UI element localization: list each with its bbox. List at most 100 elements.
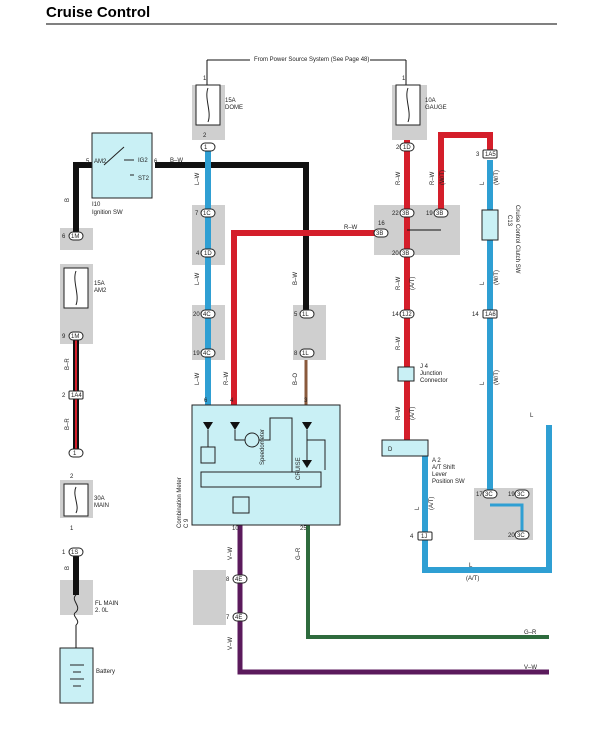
svg-text:R–W: R–W [224,371,230,385]
wire-color-labels: B–W L–W L–W L–W R–W R–W B–W B–O R–W R–W … [65,158,537,671]
battery: Battery [59,647,115,704]
svg-text:L: L [469,563,473,569]
cruise-indicator-icon [302,460,312,468]
svg-text:1: 1 [402,76,406,82]
junction-line2: Connector [420,378,448,384]
junction-connector-box [397,366,415,382]
svg-text:FL MAIN: FL MAIN [95,601,118,607]
svg-text:V–W: V–W [524,665,537,671]
svg-text:10: 10 [232,526,239,532]
wire-l-shift [422,425,552,573]
svg-text:R–W: R–W [344,225,358,231]
connector-bubbles [68,142,530,622]
svg-text:DOME: DOME [225,105,243,111]
svg-text:15A: 15A [225,98,236,104]
wire-vw [237,525,549,675]
cruise-label: CRUISE [296,457,302,480]
svg-text:1A4: 1A4 [71,393,82,399]
svg-text:L: L [480,381,486,385]
svg-text:30A: 30A [94,496,105,502]
svg-text:8: 8 [294,351,298,357]
svg-text:2. 0L: 2. 0L [95,608,109,614]
svg-text:19: 19 [508,492,515,498]
svg-text:4: 4 [230,398,234,404]
svg-text:(A/T): (A/T) [410,407,416,420]
svg-text:R–W: R–W [396,276,402,290]
shift-sw-line3: Position SW [432,479,465,485]
svg-text:2: 2 [396,145,400,151]
svg-text:G–R: G–R [524,630,537,636]
shift-sw-box [381,439,429,457]
svg-text:1S: 1S [71,550,78,556]
svg-text:1M: 1M [71,234,79,240]
svg-text:7: 7 [195,211,199,217]
clutch-sw-id: C13 [506,215,512,227]
svg-text:L–W: L–W [195,272,201,285]
svg-text:3B: 3B [376,231,383,237]
ign-name: Ignition SW [92,210,123,216]
svg-text:B–W: B–W [293,272,299,285]
ign-st2-label: ST2 [138,176,150,182]
svg-text:L: L [415,506,421,510]
svg-text:(A/T): (A/T) [466,576,479,582]
shift-sw-pin: D [388,447,393,453]
svg-text:2: 2 [70,474,74,480]
svg-text:1C: 1C [203,211,211,217]
svg-text:8: 8 [226,577,230,583]
svg-text:3B: 3B [436,211,443,217]
svg-text:19: 19 [193,351,200,357]
svg-text:1: 1 [203,76,207,82]
combination-meter-box [191,404,341,526]
fuse-dome: 15A DOME [195,84,243,126]
svg-text:1L: 1L [302,312,309,318]
svg-text:R–W: R–W [396,171,402,185]
svg-text:1L: 1L [302,351,309,357]
svg-text:3: 3 [304,398,308,404]
svg-text:1D: 1D [204,251,212,257]
ign-am2-label: AM2 [94,159,107,165]
ignition-sw-box [91,132,153,199]
fuse-main: 30A MAIN [63,483,109,517]
svg-text:7: 7 [226,615,230,621]
svg-text:20: 20 [508,533,515,539]
svg-text:L–W: L–W [195,372,201,385]
svg-text:4E: 4E [235,577,242,583]
svg-text:6: 6 [154,159,158,165]
svg-text:4C: 4C [203,351,211,357]
svg-text:R–W: R–W [396,336,402,350]
svg-text:1: 1 [73,451,77,457]
svg-text:25: 25 [300,526,307,532]
svg-text:(A/T): (A/T) [410,277,416,290]
svg-text:(W/T): (W/T) [494,270,500,285]
meter-diodes [203,422,312,430]
svg-text:B: B [65,198,71,202]
svg-text:15A: 15A [94,281,105,287]
svg-text:G–R: G–R [296,547,302,560]
svg-text:B–R: B–R [65,358,71,370]
wire-l-junction [490,503,524,535]
svg-text:Battery: Battery [96,669,115,675]
svg-text:2: 2 [203,133,207,139]
wire-bw-top [155,162,309,313]
svg-text:L: L [480,181,486,185]
svg-text:9: 9 [62,334,66,340]
meter-name: Combination Meter [177,477,183,528]
clutch-sw-name: Cruise Control Clutch SW [514,205,520,274]
svg-text:1J: 1J [421,534,427,540]
svg-text:1: 1 [70,526,74,532]
svg-text:4: 4 [410,534,414,540]
pin-numbers: 1 2 1 2 5 6 7 4 20 19 5 8 16 22 19 20 14… [62,76,515,621]
svg-text:1M: 1M [71,334,79,340]
svg-text:14: 14 [472,312,479,318]
svg-text:L–W: L–W [195,172,201,185]
svg-text:1A5: 1A5 [485,152,496,158]
meter-inner-block [200,471,322,488]
fuse-fl-main: FL MAIN 2. 0L [73,594,118,626]
meter-bottom-block [232,496,250,514]
svg-text:5: 5 [294,312,298,318]
junction-line1: Junction [420,371,442,377]
svg-text:6: 6 [62,234,66,240]
wire-rw-across [231,230,381,410]
wire-b-left [73,162,92,240]
